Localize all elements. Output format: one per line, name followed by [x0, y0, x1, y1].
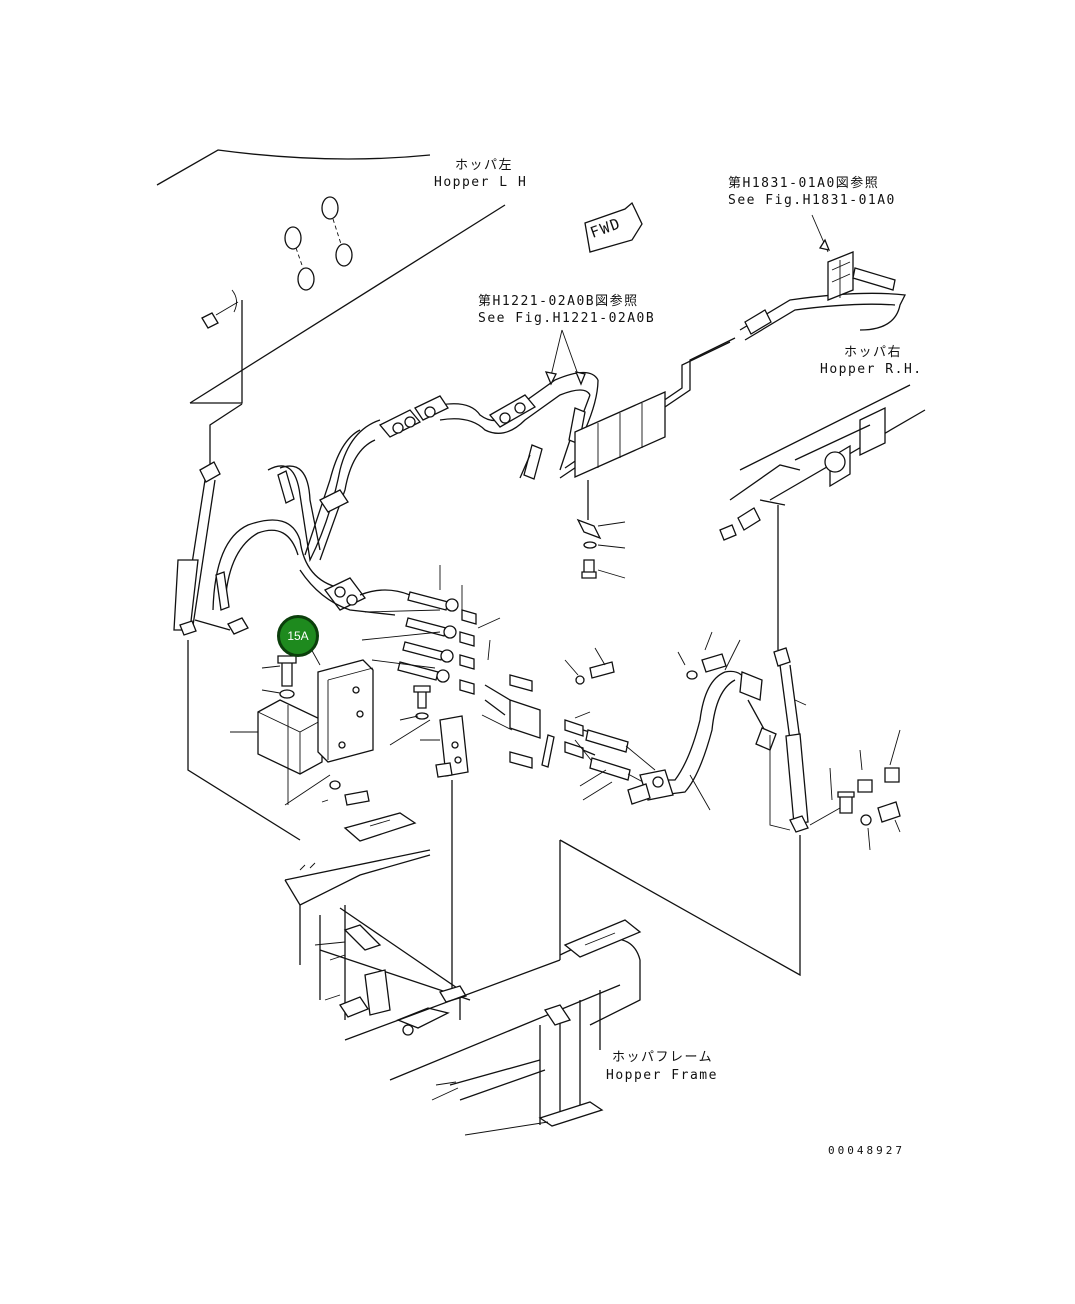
hopper-lh-label-en: Hopper L H — [434, 175, 528, 190]
hopper-frame-label-jp: ホッパフレーム — [612, 1050, 714, 1065]
hopper-lh-label-jp: ホッパ左 — [455, 158, 514, 173]
upper-right-pipe — [559, 214, 906, 520]
left-cylinder — [173, 403, 301, 841]
hopper-rh-structure — [719, 384, 926, 650]
right-cylinder — [559, 647, 809, 977]
clip-washer-bolt — [576, 518, 626, 579]
ref-h1831-label-en: See Fig.H1831-01A0 — [728, 193, 896, 208]
ref-h1221-label-en: See Fig.H1221-02A0B — [478, 311, 656, 326]
callout-15a-badge[interactable]: 15A — [277, 615, 319, 657]
right-hose-bundle — [627, 639, 777, 811]
hopper-lh-pins — [201, 196, 353, 400]
hopper-frame-label-en: Hopper Frame — [606, 1068, 718, 1083]
hopper-rh-label-en: Hopper R.H. — [820, 362, 923, 377]
hopper-rh-label-jp: ホッパ右 — [844, 345, 903, 360]
drawing-number: 00048927 — [828, 1144, 905, 1157]
hopper-frame — [284, 812, 642, 1136]
ref-h1831-label-jp: 第H1831-01A0図参照 — [728, 176, 880, 191]
far-right-fittings — [677, 631, 901, 851]
hose-clamps-upper — [319, 394, 536, 513]
valve-bracket — [389, 685, 469, 995]
upper-hose-bundle — [212, 371, 599, 611]
cover-box-assembly — [230, 646, 374, 806]
fwd-arrow — [584, 201, 643, 253]
center-manifold — [299, 565, 659, 801]
ref-h1221-label-jp: 第H1221-02A0B図参照 — [478, 294, 639, 309]
reference-leaders — [544, 329, 586, 386]
